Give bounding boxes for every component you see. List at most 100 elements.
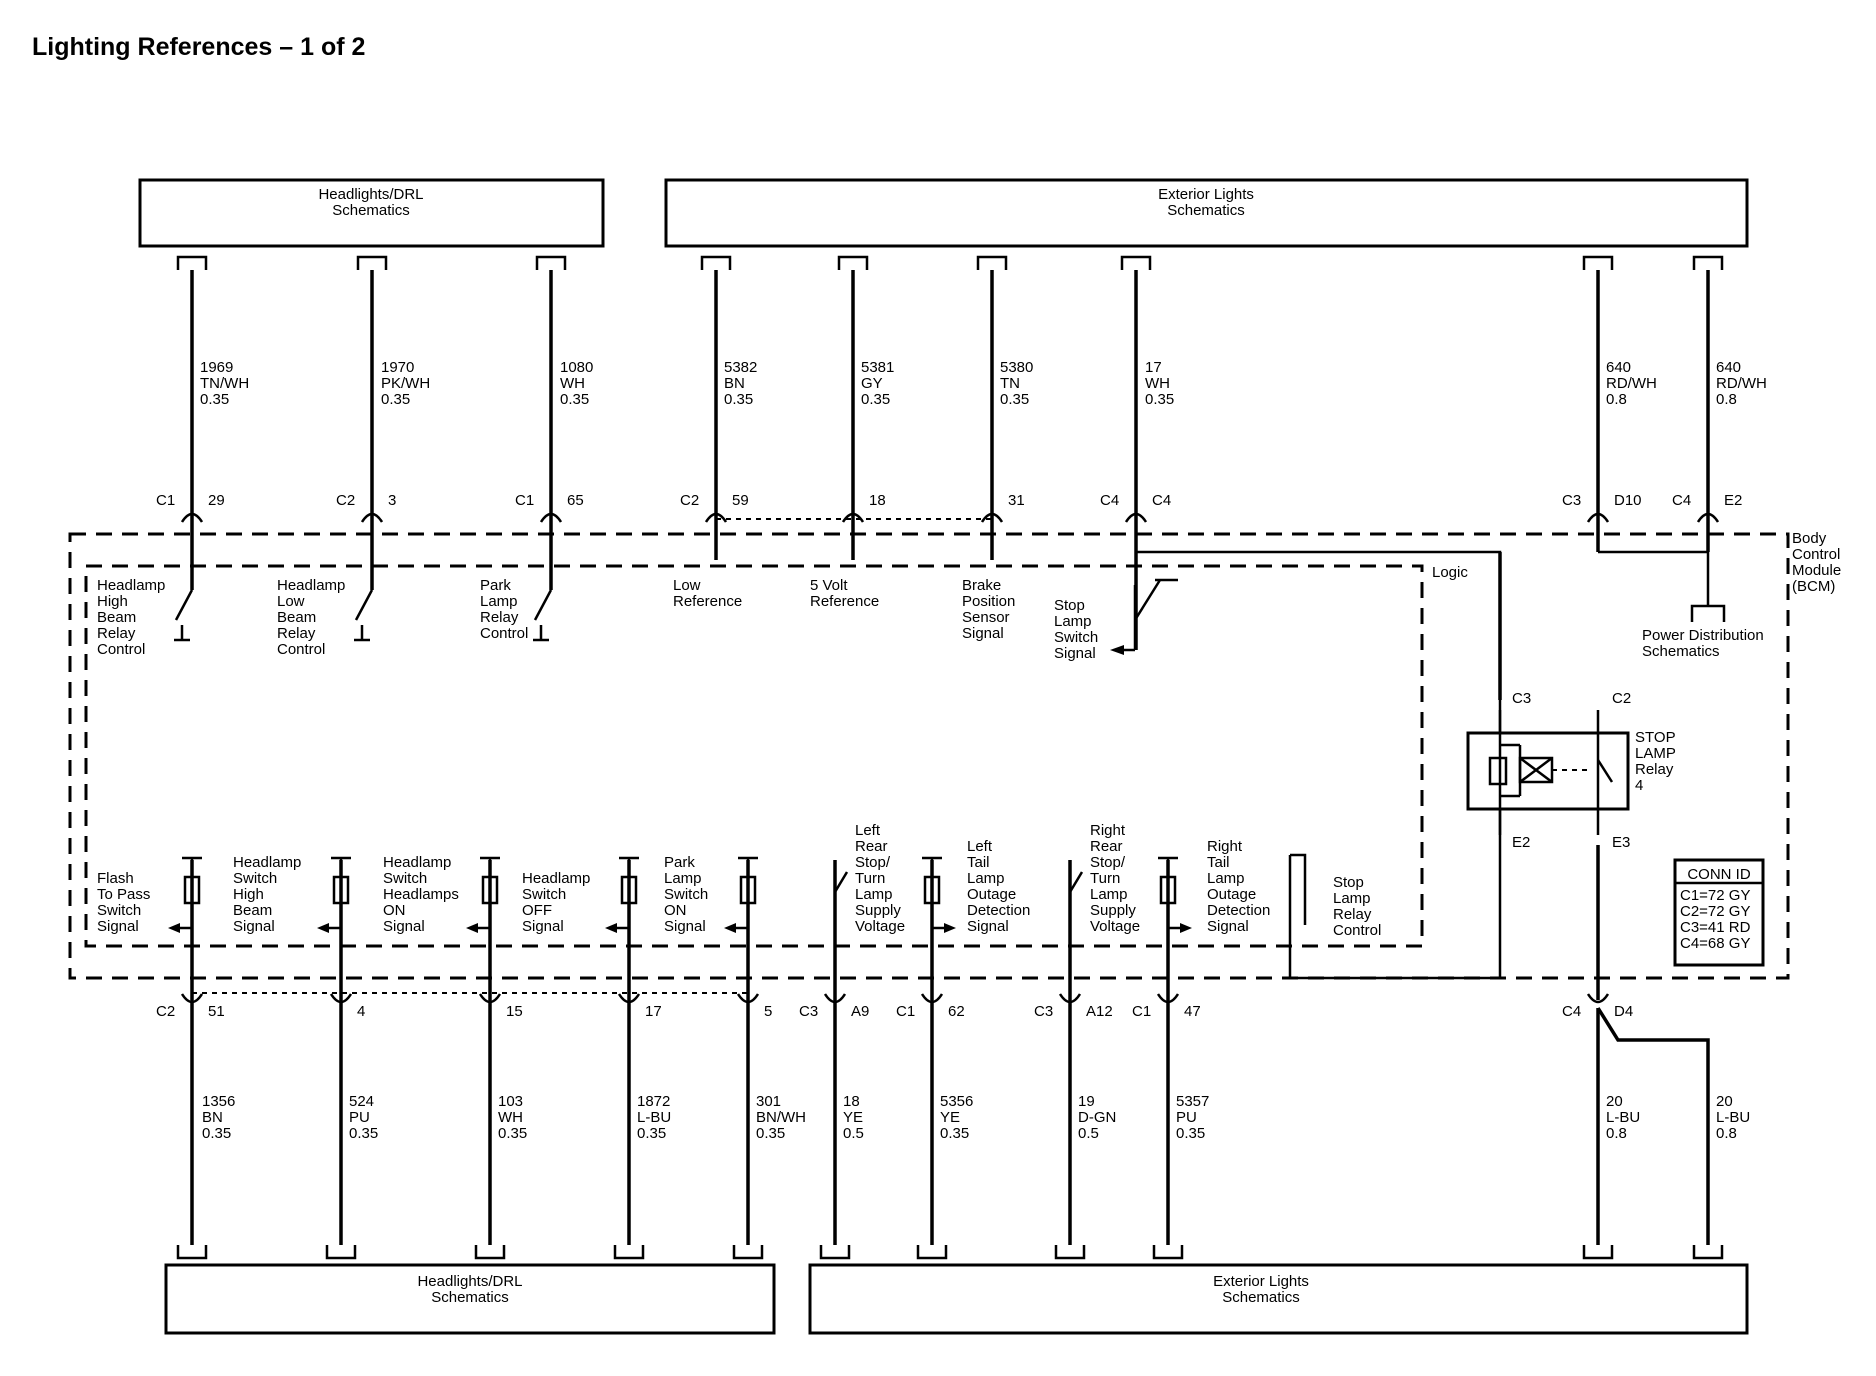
top-terminal-1: [356, 255, 388, 270]
top-terminal-4: [837, 255, 869, 270]
bottom-connector-cup-6: [920, 993, 944, 1004]
top-function-label: Reference: [673, 593, 742, 610]
bottom-signal-arrow-3: [605, 923, 617, 933]
bottom-function-label: Switch: [97, 902, 141, 919]
top-connector-cup-3: [704, 512, 728, 523]
svg-text:Lamp: Lamp: [1333, 890, 1371, 907]
bottom-function-label: Headlamp: [522, 870, 590, 887]
top-wire-spec: 640: [1716, 359, 1741, 376]
bottom-wire-spec: 0.35: [637, 1125, 666, 1142]
bottom-pin-number: 15: [506, 1003, 523, 1020]
bottom-headlights-title: Headlights/DRL: [417, 1273, 522, 1290]
bottom-function-label: Right: [1207, 838, 1243, 855]
top-function-label: Relay: [277, 625, 316, 642]
top-wire-spec: RD/WH: [1716, 375, 1767, 392]
top-wire-spec: 1080: [560, 359, 593, 376]
bottom-function-label: Right: [1090, 822, 1126, 839]
bottom-function-label: Turn: [855, 870, 885, 887]
top-terminal-6: [1120, 255, 1152, 270]
bottom-function-label: Signal: [1207, 918, 1249, 935]
bottom-connector-cup-2: [478, 993, 502, 1004]
top-function-label: High: [97, 593, 128, 610]
bottom-wire-spec: BN: [202, 1109, 223, 1126]
top-function-label: Stop: [1054, 597, 1085, 614]
bottom-function-label: Outage: [1207, 886, 1256, 903]
svg-text:Control: Control: [1792, 546, 1840, 563]
bottom-connector-cup-9: [1586, 993, 1610, 1004]
bottom-function-label: Switch: [233, 870, 277, 887]
bottom-terminal-4: [732, 1245, 764, 1260]
top-function-label: Relay: [97, 625, 136, 642]
svg-text:E3: E3: [1612, 834, 1630, 851]
bottom-wire-spec: L-BU: [1716, 1109, 1750, 1126]
svg-text:C1=72 GY: C1=72 GY: [1680, 887, 1750, 904]
top-wire-spec: 5380: [1000, 359, 1033, 376]
svg-text:C2=72 GY: C2=72 GY: [1680, 903, 1750, 920]
top-function-label: Position: [962, 593, 1015, 610]
top-terminal-5: [976, 255, 1008, 270]
top-function-label: Headlamp: [97, 577, 165, 594]
bottom-wire-spec: L-BU: [637, 1109, 671, 1126]
top-wire-spec: 0.35: [200, 391, 229, 408]
bottom-function-label: Signal: [233, 918, 275, 935]
bottom-wire-spec: 0.5: [1078, 1125, 1099, 1142]
bottom-pin-number: 17: [645, 1003, 662, 1020]
bottom-function-label: Headlamps: [383, 886, 459, 903]
top-wire-spec: 640: [1606, 359, 1631, 376]
top-wire-spec: 0.35: [724, 391, 753, 408]
top-function-label: Signal: [962, 625, 1004, 642]
svg-text:C2: C2: [1612, 690, 1631, 707]
stop-lamp-relay: C3 C2 E2 E3 STOP LAMP Relay 4: [1466, 690, 1676, 851]
top-pin-number: 29: [208, 492, 225, 509]
top-wire-spec: BN: [724, 375, 745, 392]
bottom-function-label: Lamp: [855, 886, 893, 903]
top-connector-id: C3: [1562, 492, 1581, 509]
top-headlights-drl-box: Headlights/DRL Schematics: [138, 178, 605, 248]
bottom-function-label: Supply: [855, 902, 901, 919]
bottom-function-label: Flash: [97, 870, 134, 887]
bottom-wire-spec: BN/WH: [756, 1109, 806, 1126]
bottom-function-label: Headlamp: [233, 854, 301, 871]
bottom-function-label: Stop/: [855, 854, 891, 871]
bottom-function-label: Tail: [1207, 854, 1230, 871]
top-wire-spec: 0.8: [1606, 391, 1627, 408]
top-wire-spec: 0.35: [381, 391, 410, 408]
top-pin-number: D10: [1614, 492, 1642, 509]
bottom-wire-spec: 18: [843, 1093, 860, 1110]
svg-text:Schematics: Schematics: [1642, 643, 1720, 660]
top-connector-cup-1: [360, 512, 384, 523]
top-wire-spec: GY: [861, 375, 883, 392]
bottom-wire-spec: YE: [843, 1109, 863, 1126]
bottom-circuit-2: 103WH0.3515HeadlampSwitchHeadlampsONSign…: [383, 854, 527, 1260]
bottom-connector-cup-5: [823, 993, 847, 1004]
top-function-label: Control: [277, 641, 325, 658]
bottom-terminal-2: [474, 1245, 506, 1260]
top-function-label: Control: [97, 641, 145, 658]
bottom-resistor-3: [620, 875, 638, 905]
bottom-connector-id: C2: [156, 1003, 175, 1020]
top-wire-spec: 5382: [724, 359, 757, 376]
bottom-function-label: Lamp: [664, 870, 702, 887]
bottom-function-label: Detection: [967, 902, 1030, 919]
bottom-pin-number: 4: [357, 1003, 365, 1020]
bottom-wire-spec: PU: [349, 1109, 370, 1126]
top-function-label: Low: [277, 593, 305, 610]
bottom-function-label: Lamp: [1090, 886, 1128, 903]
top-wire-spec: TN: [1000, 375, 1020, 392]
bottom-terminal-3: [613, 1245, 645, 1260]
top-connector-cup-5: [980, 512, 1004, 523]
bottom-exterior-lights-box: Exterior Lights Schematics: [808, 1263, 1749, 1335]
top-connector-cup-8: [1696, 512, 1720, 523]
top-function-label: Headlamp: [277, 577, 345, 594]
bottom-connector-id: C3: [799, 1003, 818, 1020]
svg-text:4: 4: [1635, 777, 1643, 794]
bottom-function-label: Left: [967, 838, 993, 855]
top-pin-number: E2: [1724, 492, 1742, 509]
power-distribution-tap: Power Distribution Schematics: [1598, 550, 1764, 660]
top-headlights-subtitle: Schematics: [332, 202, 410, 219]
top-terminal-3: [700, 255, 732, 270]
